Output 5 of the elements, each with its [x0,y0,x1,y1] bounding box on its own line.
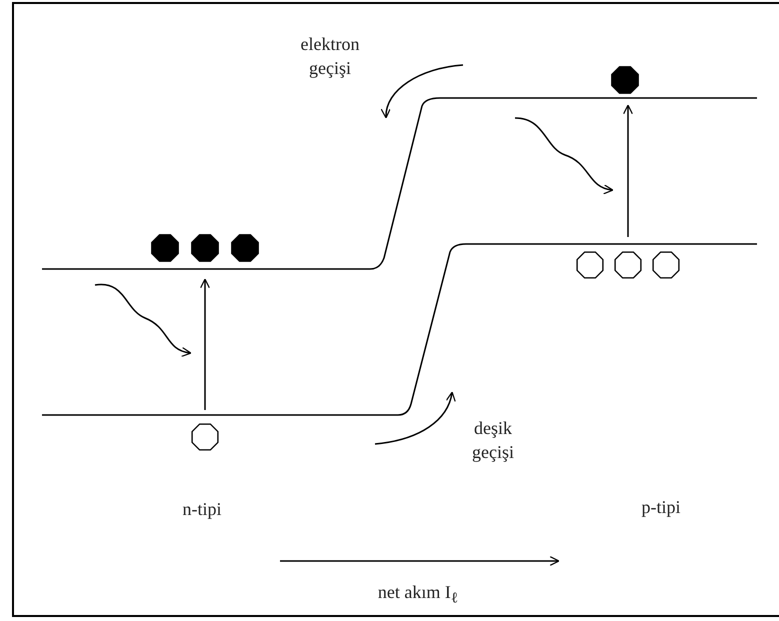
text-label: net akım I$_{ℓ}$ [376,581,460,609]
text-label: n-tipi [182,498,222,521]
text-label: elektron geçişi [300,33,360,80]
text-label: deşik geçişi [471,417,515,464]
text-label: p-tipi [640,496,682,519]
